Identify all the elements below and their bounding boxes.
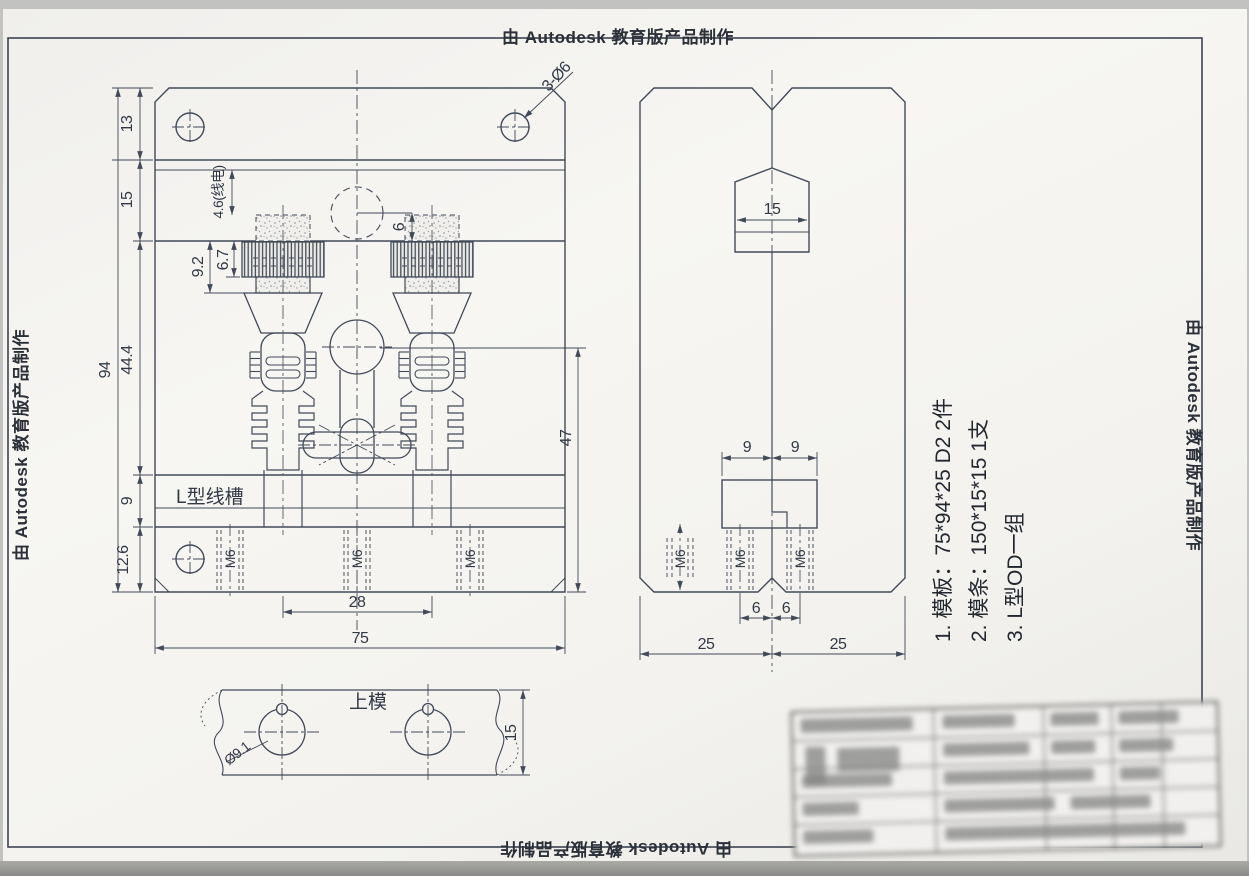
- dim-step-right: 9: [791, 439, 800, 456]
- dim-step-left: 9: [743, 439, 752, 456]
- thread-label: M6: [732, 549, 748, 568]
- cavity-right-connector: [390, 204, 474, 536]
- dim-width: 75: [352, 630, 369, 647]
- dim-knurl: 6.7: [215, 249, 232, 270]
- notes-list: 1. 模板：75*94*25 D2 2件 2. 模条：150*15*15 1支 …: [932, 398, 1027, 642]
- watermark-bottom: 由 Autodesk 教育版产品制作: [500, 839, 732, 859]
- thread-label: M6: [349, 549, 365, 568]
- dim-thickness: 15: [503, 724, 520, 741]
- dim-cavity-height: 44.4: [119, 345, 136, 375]
- bottom-view: [200, 684, 530, 780]
- bottom-view-label: 上模: [349, 691, 387, 713]
- note-line-2: 2. 模条：150*15*15 1支: [968, 419, 991, 642]
- side-view: [639, 70, 906, 672]
- m6-hole-side-left: [666, 524, 694, 590]
- runner-system: [298, 70, 416, 630]
- dim-cavity-pitch: 28: [349, 594, 366, 611]
- dim-top-margin: 13: [119, 115, 136, 132]
- photo-edge-shadow: [0, 861, 1249, 876]
- watermark-top: 由 Autodesk 教育版产品制作: [502, 27, 734, 47]
- channel-label: L型线槽: [176, 486, 244, 508]
- dim-insert-width: 15: [764, 201, 781, 218]
- dim-half-right: 25: [830, 636, 847, 653]
- dim-base-band: 12.6: [115, 545, 132, 575]
- side-dimensions: [639, 217, 906, 660]
- dim-corner-holes: 3-Ø6: [539, 58, 575, 95]
- note-line-1: 1. 模板：75*94*25 D2 2件: [932, 398, 955, 642]
- front-dimensions: [112, 71, 586, 654]
- dim-hole-dia: Ø9.1: [221, 738, 254, 769]
- thread-label: M6: [222, 549, 238, 568]
- dim-wire: 4.6(线电): [210, 165, 226, 218]
- title-block-redacted: [790, 700, 1222, 858]
- front-view: [154, 87, 566, 593]
- dim-gate: 6: [391, 222, 408, 231]
- dim-right-height: 47: [558, 429, 575, 446]
- thread-label: M6: [792, 549, 808, 568]
- watermark-left: 由 Autodesk 教育版产品制作: [11, 329, 31, 561]
- watermark-right: 由 Autodesk 教育版产品制作: [1184, 319, 1204, 551]
- dim-knurl-outer: 9.2: [190, 256, 207, 277]
- dim-half-left: 25: [698, 636, 715, 653]
- thread-label: M6: [672, 549, 688, 568]
- dim-channel-band: 9: [119, 496, 136, 505]
- cavity-left-connector: [241, 204, 325, 536]
- dim-height: 94: [97, 361, 114, 378]
- dim-hole-right: 6: [782, 600, 791, 617]
- thread-label: M6: [462, 549, 478, 568]
- dim-second-band: 15: [119, 191, 136, 208]
- dim-hole-left: 6: [752, 600, 761, 617]
- border-frame: [7, 37, 1203, 848]
- note-line-3: 3. L型OD一组: [1004, 512, 1027, 642]
